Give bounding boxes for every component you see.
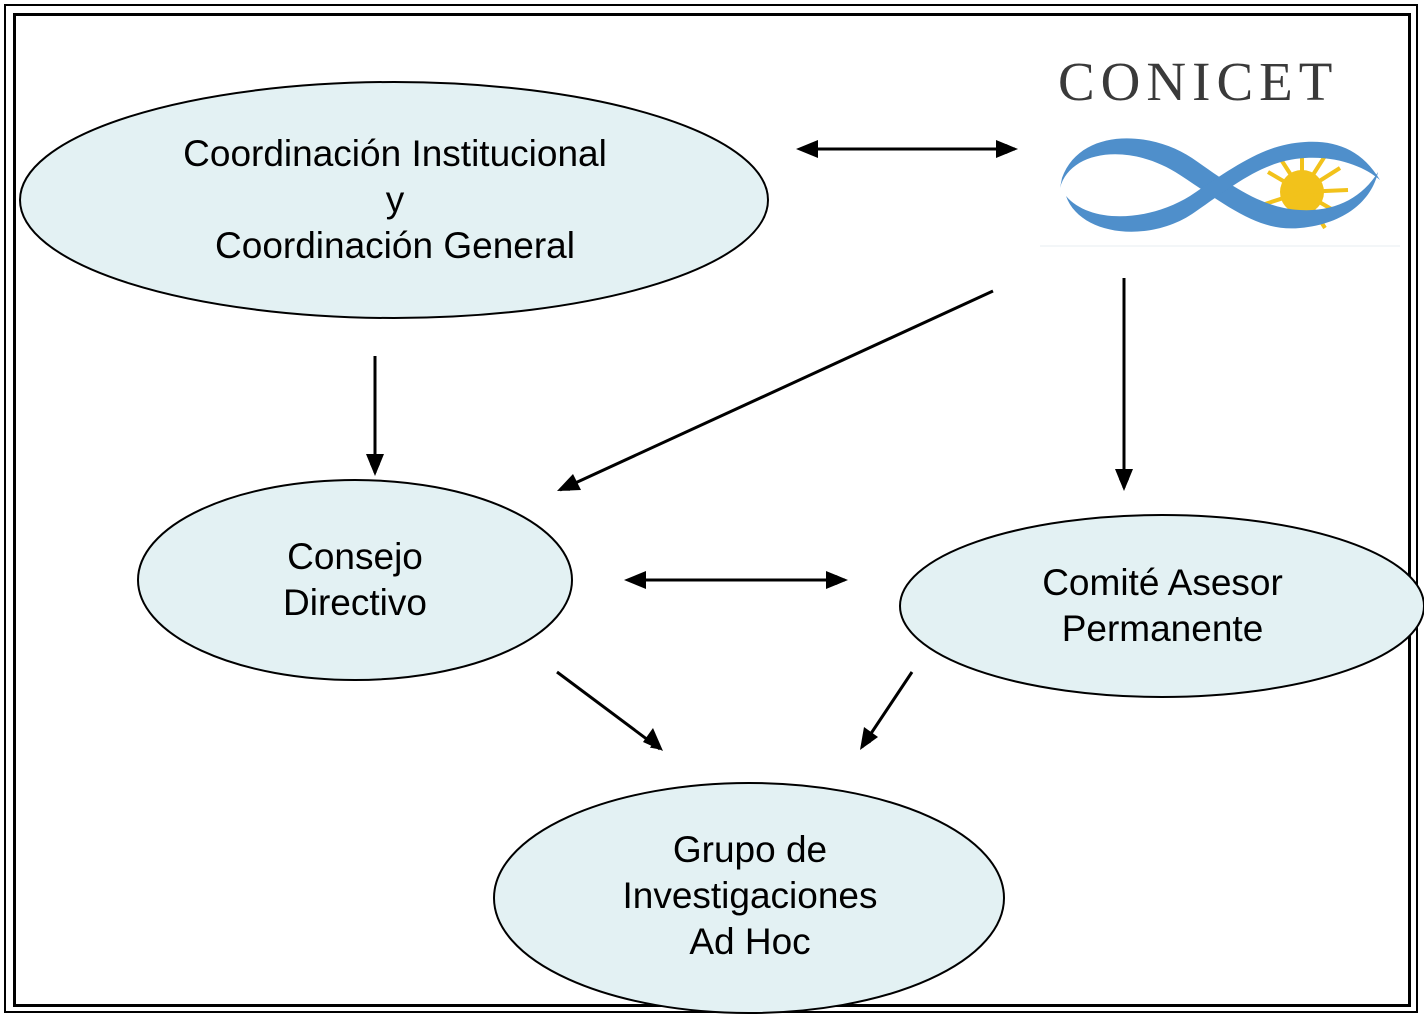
coordinacion-label: Coordinación Institucional y Coordinació… xyxy=(100,120,690,280)
grupo-node xyxy=(493,782,1005,1014)
conicet-logo-text: CONICET xyxy=(1058,51,1339,112)
consejo-line2: Directivo xyxy=(283,582,427,623)
grupo-line1: Grupo de xyxy=(672,829,828,870)
consejo-label: Consejo Directivo xyxy=(200,532,510,628)
comite-node xyxy=(899,514,1424,698)
coordinacion-line2: y xyxy=(385,179,405,220)
comite-label: Comité Asesor Permanente xyxy=(960,558,1365,654)
arrow-consejo-grupo xyxy=(556,670,661,751)
consejo-line1: Consejo xyxy=(287,536,423,577)
arrow-conicet-consejo xyxy=(559,289,994,492)
conicet-logo-icon xyxy=(1040,138,1400,247)
coordinacion-node xyxy=(19,81,769,319)
coordinacion-line3: Coordinación General xyxy=(215,225,575,266)
consejo-node xyxy=(137,479,573,681)
arrow-comite-grupo xyxy=(860,671,914,748)
grupo-line2: Investigaciones xyxy=(622,875,878,916)
comite-line2: Permanente xyxy=(1061,608,1264,649)
grupo-line3: Ad Hoc xyxy=(689,921,811,962)
grupo-label: Grupo de Investigaciones Ad Hoc xyxy=(580,822,920,970)
coordinacion-line1: Coordinación Institucional xyxy=(183,133,607,174)
comite-line1: Comité Asesor xyxy=(1042,562,1283,603)
